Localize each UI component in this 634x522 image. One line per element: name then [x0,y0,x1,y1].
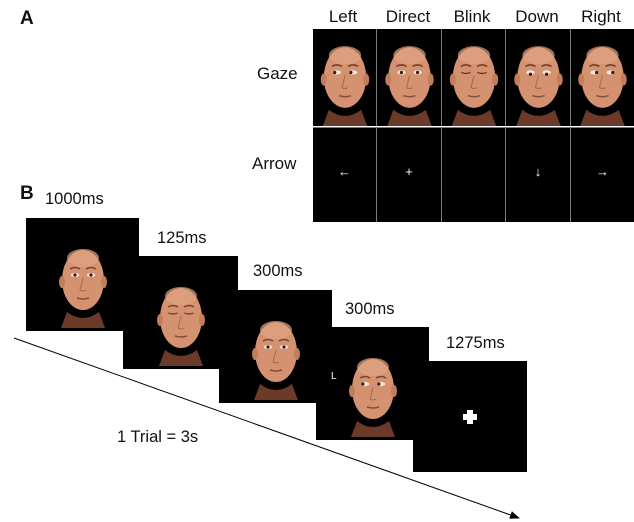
trial-frame-2 [123,256,238,369]
trial-duration-label: 1 Trial = 3s [117,428,199,446]
arrow-symbol: ↓ [534,164,542,179]
trial-frame-1 [26,218,139,331]
trial-frame-4: L [316,327,429,440]
gaze-face-direct [377,29,442,126]
arrow-symbol: ← [338,164,351,179]
panel-a-letter: A [20,8,34,29]
gaze-face-down [506,29,571,126]
trial-frame-5 [413,361,527,472]
column-header-left: Left [328,7,358,26]
duration-label: 125ms [157,229,207,247]
row-label-gaze: Gaze [257,64,298,83]
duration-label: 1000ms [45,190,104,208]
panel-b-letter: B [20,183,34,204]
duration-label: 300ms [345,300,395,318]
column-header-direct: Direct [385,7,431,26]
trial-frame-3 [219,290,332,403]
column-header-right: Right [581,7,621,26]
gaze-face-left [313,29,377,126]
arrow-symbol: → [596,164,609,179]
gaze-face-blink [442,29,506,126]
arrow-cue-direct: + [377,127,442,222]
column-header-blink: Blink [453,7,491,26]
duration-label: 1275ms [446,334,505,352]
arrow-cue-left: ← [313,127,377,222]
arrow-symbol: + [405,164,413,179]
arrow-cue-blink [442,127,506,222]
gaze-face-right [571,29,634,126]
arrow-cue-down: ↓ [506,127,571,222]
arrow-cue-right: → [571,127,634,222]
duration-label: 300ms [253,262,303,280]
arrow-cue-label: L [331,371,337,382]
fixation-cross-vertical [467,409,473,424]
column-header-down: Down [515,7,559,26]
row-label-arrow: Arrow [252,154,297,173]
